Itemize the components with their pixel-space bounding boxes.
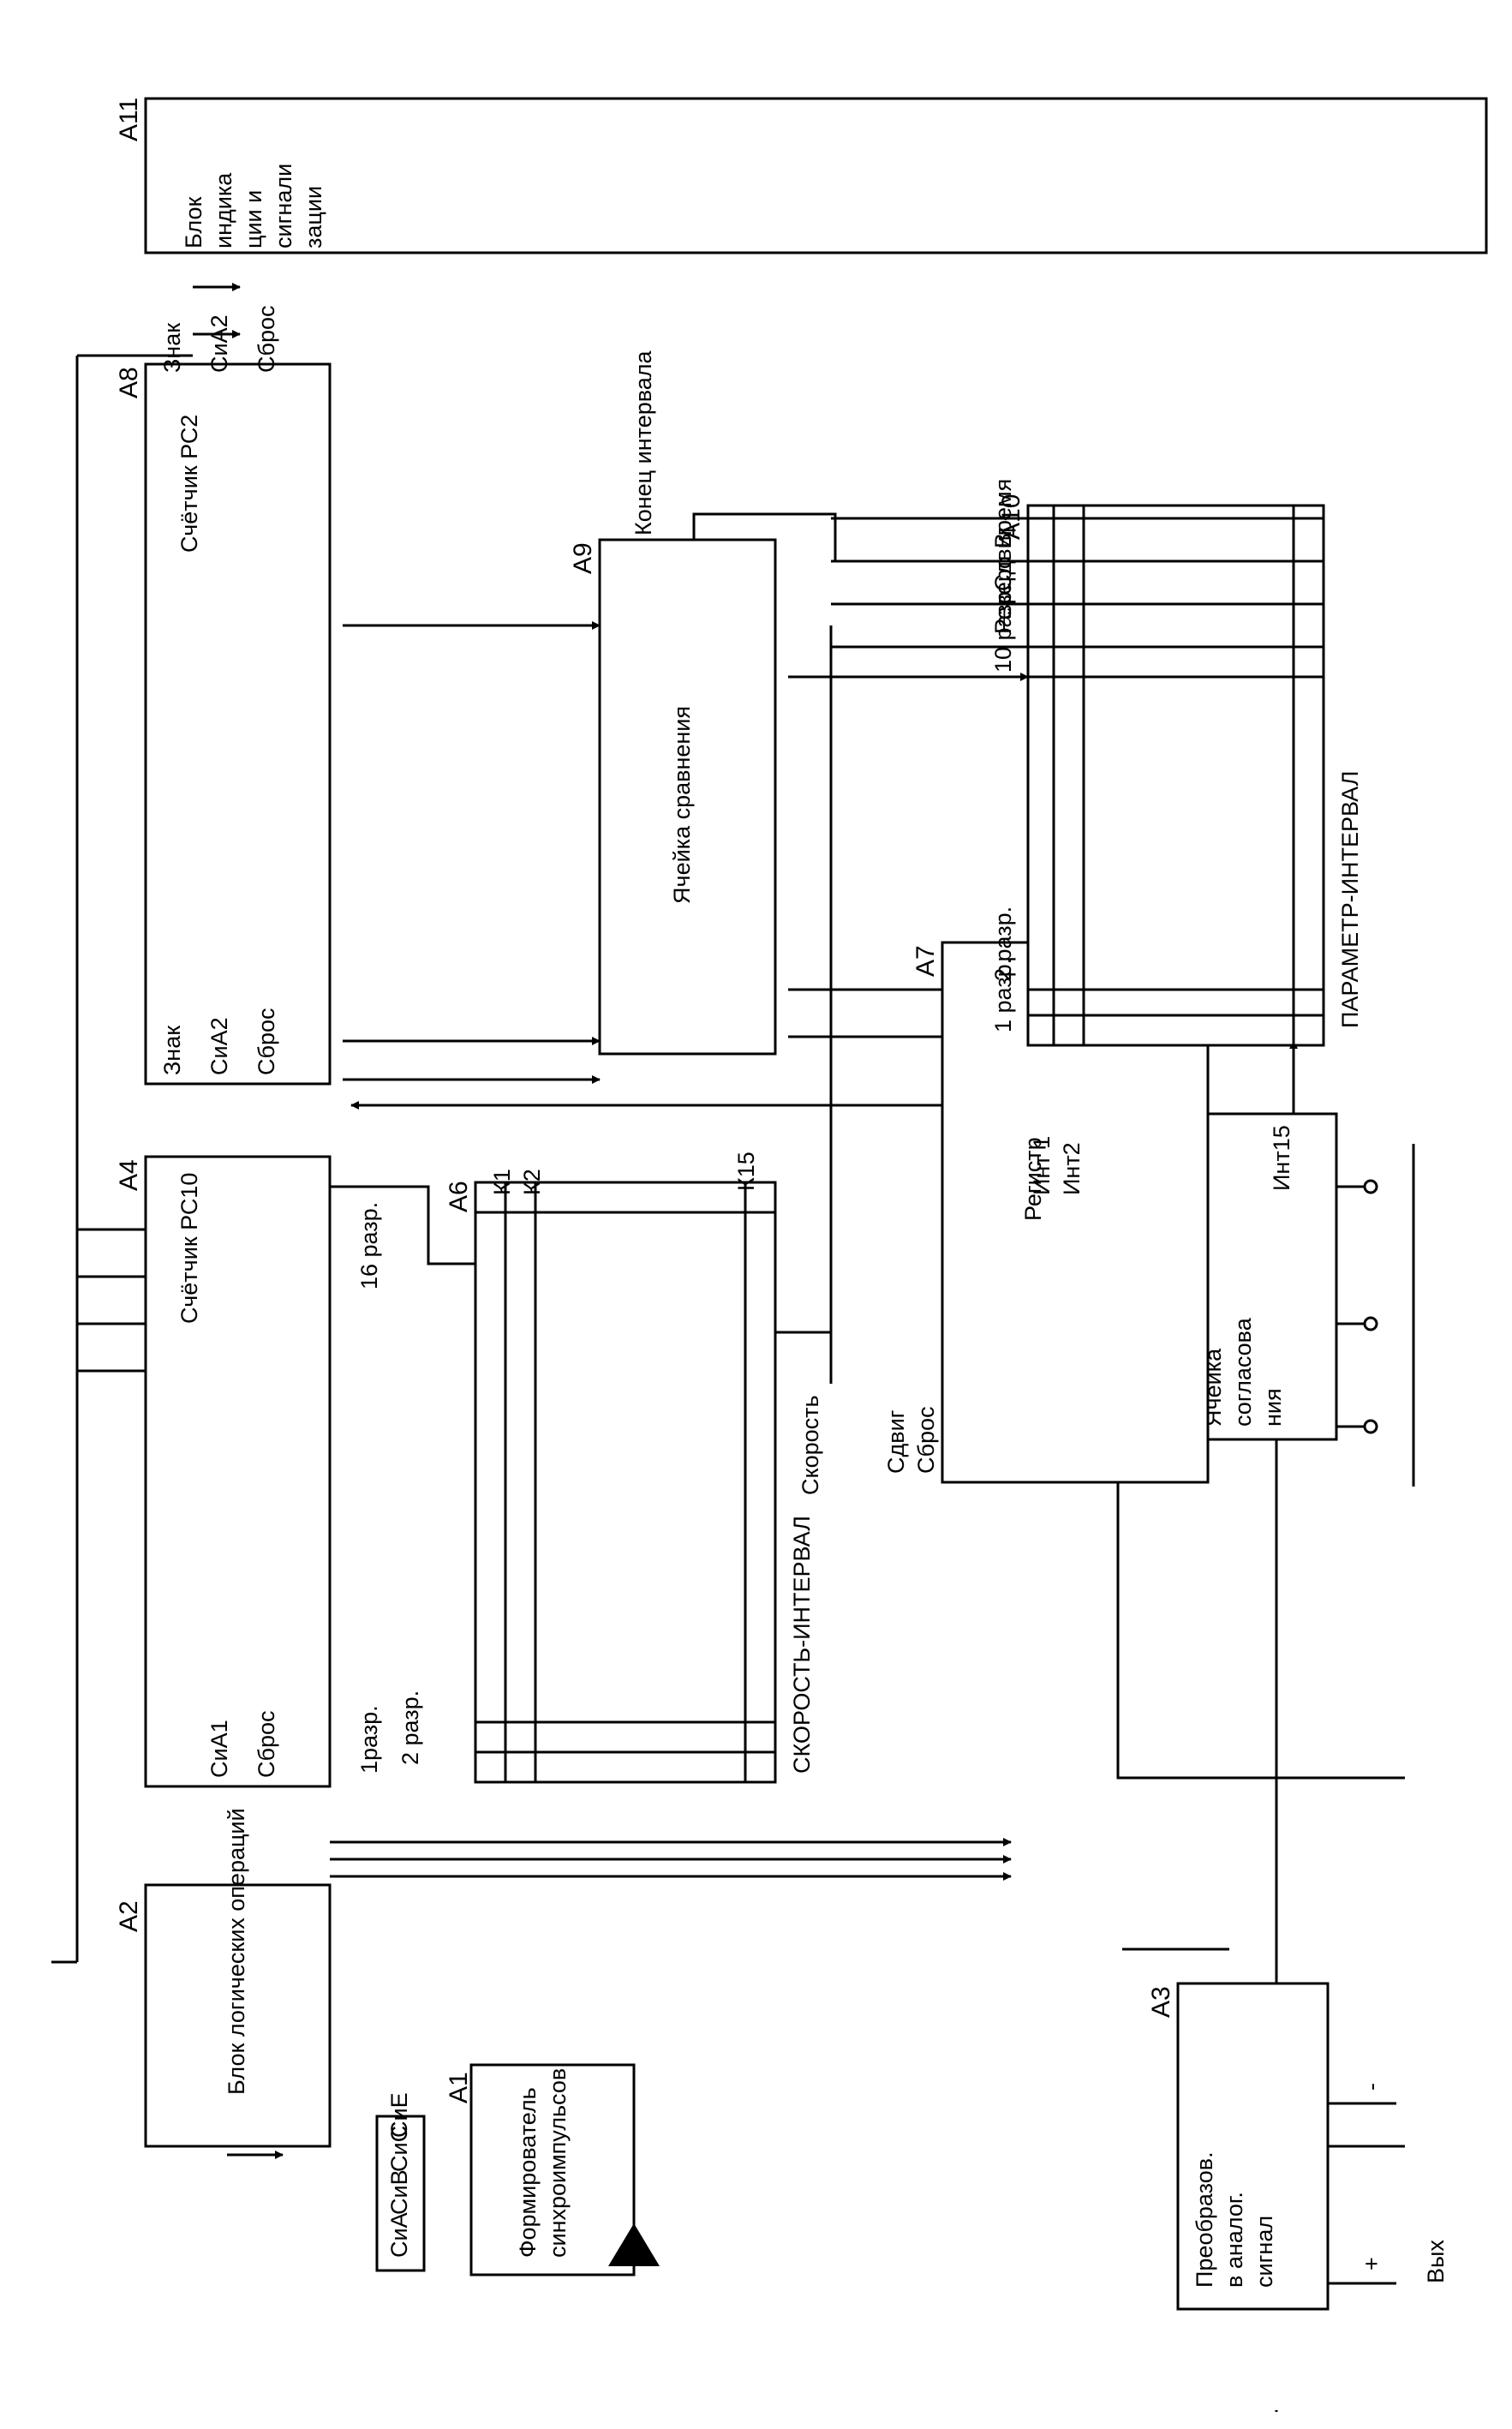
- block-a8-id: A8: [115, 367, 143, 398]
- output-plus: +: [1359, 2257, 1384, 2270]
- triangle-marker-icon: [608, 2223, 660, 2266]
- a10-row-2: 2 разр.: [990, 906, 1016, 981]
- block-a11-line1: Блок: [181, 197, 206, 248]
- sync-input-4: СиЕ: [386, 2092, 412, 2138]
- block-a5-line3: ния: [1260, 1388, 1286, 1427]
- sync-inputs: СиА СиВ СиС СиЕ: [375, 2092, 426, 2272]
- a8-inputs: Знак СиА2 Сброс: [159, 1008, 279, 1076]
- block-a10-title: ПАРАМЕТР-ИНТЕРВАЛ: [1337, 771, 1363, 1028]
- sync-input-1: СиА: [386, 2212, 412, 2258]
- a10-row-10: 10 разр.: [990, 585, 1016, 673]
- block-a2: A2 Блок логических операций: [115, 1808, 332, 2148]
- block-a9: A9 Ячейка сравнения Конец интервала: [569, 350, 777, 1056]
- block-a3-line3: сигнал: [1252, 2216, 1277, 2288]
- a10-row-1: 1 разр.: [990, 958, 1016, 1032]
- block-a2-id: A2: [115, 1900, 143, 1932]
- a4-input-cia1: СиА1: [206, 1720, 232, 1778]
- a10-rows: 1 разр. 2 разр. 10 разр. Реверс Сдвиг Вр…: [990, 479, 1016, 1032]
- block-a11-line2: индика: [211, 172, 236, 248]
- a11-input-sign: Знак: [159, 323, 185, 373]
- block-a11: A11 Блок индика ции и сигнали зации: [115, 97, 1488, 254]
- block-a9-id: A9: [569, 542, 597, 574]
- a4-input-reset: Сброс: [254, 1711, 279, 1779]
- block-a6-id: A6: [445, 1181, 473, 1212]
- block-a7-id: A7: [911, 945, 940, 977]
- block-a11-line4: сигнали: [271, 164, 296, 248]
- block-a1-line2: синхроимпульсов: [545, 2068, 571, 2258]
- a4-inputs: СиА1 Сброс: [206, 1711, 279, 1779]
- sync-input-3: СиС: [386, 2126, 412, 2172]
- block-a2-line1: Блок логических операций: [224, 1808, 249, 2095]
- a11-input-cia2: СиА2: [206, 314, 232, 373]
- block-a10-id: A10: [997, 494, 1025, 540]
- a10-row-reverse: Реверс: [990, 558, 1016, 634]
- block-a7-line1: Регистр: [1020, 1137, 1046, 1221]
- end-interval-label: Конец интервала: [630, 350, 656, 535]
- a10-row-shift: Сдвиг: [990, 527, 1016, 591]
- a6-output-k1: К1: [489, 1169, 515, 1195]
- block-a3-id: A3: [1147, 1986, 1175, 2018]
- block-a11-id: A11: [115, 98, 143, 141]
- block-a8: A8 Счётчик РС2: [115, 362, 332, 1086]
- a4-bit-2: 2 разр.: [397, 1690, 423, 1765]
- sync-input-2: СиВ: [386, 2169, 412, 2215]
- block-a3-line2: в аналог.: [1222, 2192, 1247, 2288]
- block-a11-line3: ции и: [241, 190, 266, 248]
- speed-label: Скорость: [798, 1395, 823, 1495]
- a8-input-sign: Знак: [159, 1026, 185, 1075]
- block-a9-line1: Ячейка сравнения: [669, 706, 695, 904]
- a7-inputs: Сдвиг Сброс: [883, 1407, 939, 1475]
- block-a3-line1: Преобразов.: [1192, 2151, 1217, 2288]
- a8-input-reset: Сброс: [254, 1008, 279, 1076]
- a11-inputs: Знак СиА2 Сброс: [159, 306, 279, 374]
- a8-input-cia2: СиА2: [206, 1017, 232, 1075]
- block-a1-id: A1: [445, 2072, 473, 2103]
- block-a6-title: СКОРОСТЬ-ИНТЕРВАЛ: [789, 1516, 815, 1774]
- a10-row-time: Время: [990, 479, 1016, 548]
- block-a1: A1 Формирователь синхроимпульсов: [445, 2063, 636, 2276]
- a7-output-int15: Инт15: [1269, 1125, 1294, 1191]
- block-a11-line5: зации: [301, 186, 326, 248]
- a4-bits: 1разр. 2 разр. 16 разр.: [356, 1202, 423, 1774]
- a5-switches: [1336, 1144, 1415, 1487]
- a6-outputs: К1 К2 К15: [489, 1152, 759, 1195]
- block-a4: A4 Счётчик РС10: [115, 1155, 332, 1788]
- a11-input-reset: Сброс: [254, 306, 279, 374]
- block-a1-line1: Формирователь: [515, 2087, 541, 2258]
- block-a4-line1: Счётчик РС10: [176, 1173, 202, 1324]
- a4-bit-16: 16 разр.: [356, 1202, 382, 1289]
- block-a5-line2: согласова: [1230, 1317, 1256, 1427]
- block-a10: A10 ПАРАМЕТР-ИНТЕРВАЛ: [997, 494, 1363, 1047]
- output-label: Вых: [1423, 2240, 1449, 2283]
- block-a8-line1: Счётчик РС2: [176, 415, 202, 553]
- block-a6: A6 СКОРОСТЬ-ИНТЕРВАЛ: [445, 1181, 815, 1784]
- a7-outputs: Инт 1 Инт2 Инт15: [1029, 1125, 1294, 1195]
- a7-input-shift: Сдвиг: [883, 1409, 909, 1474]
- a7-output-int2: Инт2: [1059, 1142, 1085, 1195]
- a4-bit-1: 1разр.: [356, 1705, 382, 1774]
- a6-output-k2: К2: [519, 1169, 545, 1195]
- a7-output-int1: Инт 1: [1029, 1136, 1055, 1195]
- output-terminals: + - Вых: [1328, 2083, 1449, 2285]
- a6-output-k15: К15: [733, 1152, 759, 1191]
- block-a4-id: A4: [115, 1159, 143, 1191]
- output-minus: -: [1359, 2083, 1384, 2091]
- block-a3: A3 Преобразов. в аналог. сигнал: [1147, 1982, 1330, 2311]
- a7-input-reset: Сброс: [913, 1407, 939, 1475]
